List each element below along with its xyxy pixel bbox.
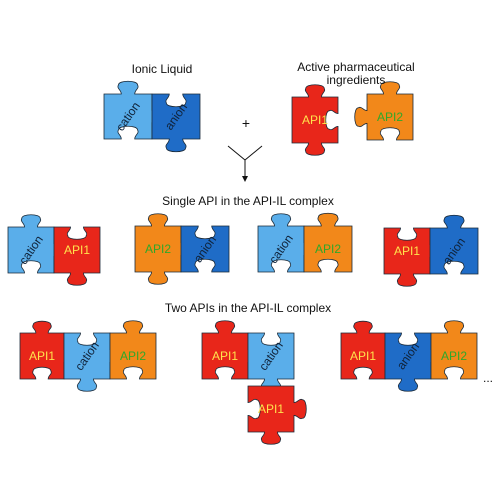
anion-piece-shape	[151, 93, 201, 153]
puzzle-piece-api1: API1	[291, 84, 339, 156]
plus-sign: +	[242, 115, 250, 131]
api2-piece-label: API2	[377, 110, 403, 124]
api1-piece-label: API1	[29, 349, 55, 363]
api1-piece-shape	[53, 226, 101, 286]
api1-piece-label: API1	[302, 113, 328, 127]
api2-piece-shape	[430, 320, 478, 380]
puzzle-piece-api2: API2	[430, 320, 478, 380]
api2-piece-label: API2	[120, 349, 146, 363]
puzzle-piece-api2: API2	[109, 320, 157, 380]
puzzle-piece-anion: anion	[180, 225, 230, 273]
puzzle-piece-cation: cation	[63, 332, 123, 392]
combine-arrow-icon	[227, 145, 263, 182]
puzzle-piece-anion: anion	[151, 93, 201, 153]
api1-piece-label: API1	[64, 243, 90, 257]
puzzle-piece-api1: API1	[19, 320, 77, 380]
api-title-line1: Active pharmaceutical	[297, 60, 414, 74]
puzzle-piece-api2: API2	[303, 212, 353, 273]
puzzle-piece-api1: API1	[247, 385, 307, 445]
api1-piece-shape	[291, 84, 339, 156]
api2-piece-label: API2	[315, 242, 341, 256]
single-api-title: Single API in the API-IL complex	[162, 194, 334, 208]
api2-piece-shape	[354, 81, 414, 141]
api2-piece-label: API2	[441, 349, 467, 363]
api1-piece-label: API1	[258, 402, 284, 416]
api2-piece-shape	[303, 212, 353, 273]
puzzle-piece-cation: cation	[103, 80, 165, 140]
puzzle-piece-api1: API1	[53, 226, 101, 286]
api2-piece-shape	[109, 320, 157, 380]
ionic-liquid-title: Ionic Liquid	[132, 62, 193, 76]
puzzle-piece-anion: anion	[384, 332, 444, 392]
puzzle-piece-api2: API2	[354, 81, 414, 141]
two-apis-title: Two APIs in the API-IL complex	[165, 301, 331, 315]
api2-piece-label: API2	[145, 242, 171, 256]
puzzle-piece-api2: API2	[134, 213, 194, 285]
api1-piece-label: API1	[350, 349, 376, 363]
puzzle-piece-api1: API1	[340, 320, 398, 380]
api1-piece-shape	[247, 385, 307, 445]
puzzle-piece-api1: API1	[383, 227, 443, 287]
anion-piece-shape	[429, 214, 479, 275]
ellipsis: ...	[483, 371, 493, 385]
puzzle-piece-anion: anion	[429, 214, 479, 275]
puzzle-piece-cation: cation	[247, 332, 295, 392]
puzzle-piece-cation: cation	[257, 213, 317, 273]
api1-piece-label: API1	[394, 244, 420, 258]
api-title-line2: ingredients	[327, 73, 386, 87]
puzzle-piece-cation: cation	[7, 214, 67, 274]
anion-piece-shape	[180, 225, 230, 273]
api1-piece-label: API1	[212, 349, 238, 363]
